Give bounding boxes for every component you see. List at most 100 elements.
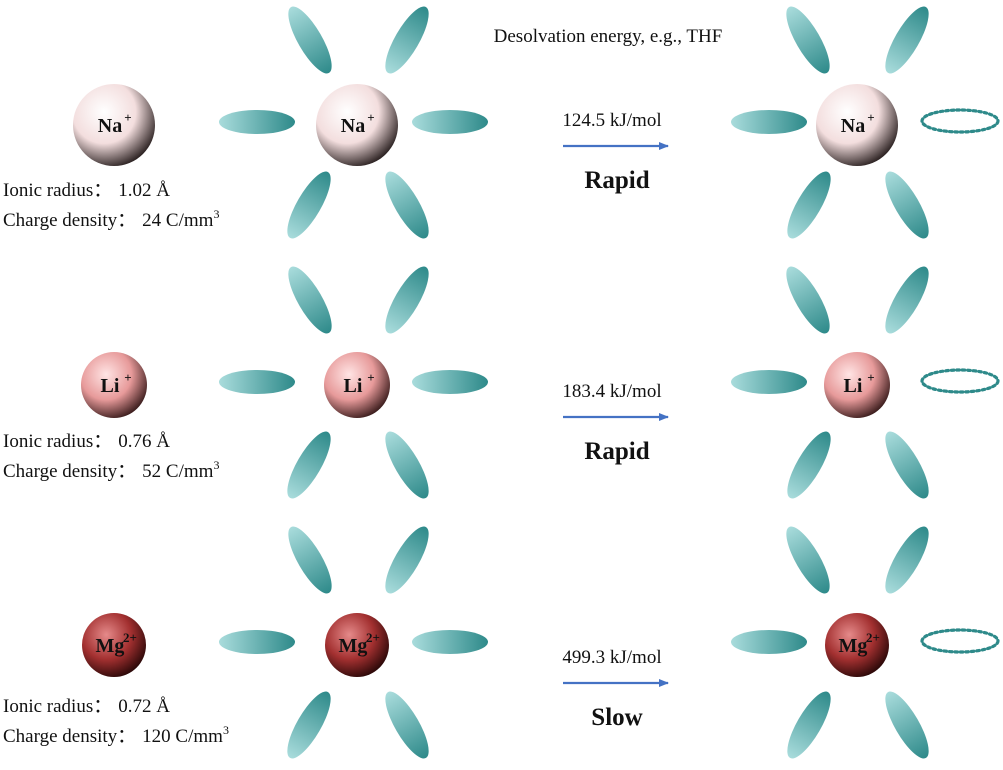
solvent-molecule — [219, 370, 295, 394]
desolvating-ion-core: Mg2+ — [825, 613, 889, 677]
desolvating-ion: Mg2+ — [731, 526, 1000, 759]
charge-density-exponent: 3 — [213, 458, 219, 472]
desolvation-energy: 499.3 kJ/mol — [562, 647, 661, 668]
ion-symbol: Mg — [96, 635, 125, 657]
charge-density: Charge density： 24 C/mm3 — [3, 207, 219, 231]
ion-charge: + — [367, 110, 374, 125]
desolvation-speed: Rapid — [584, 167, 649, 194]
ion-charge: + — [867, 110, 874, 125]
solvated-ion-core: Li + — [324, 352, 390, 418]
ion-symbol: Li — [344, 375, 363, 397]
ion-charge: + — [124, 110, 131, 125]
solvent-molecule — [885, 691, 929, 759]
ionic-radius: Ionic radius：0.76 Å — [3, 431, 170, 452]
solvent-molecule — [787, 691, 831, 759]
desolvation-speed: Slow — [591, 704, 642, 731]
charge-density-exponent: 3 — [223, 723, 229, 737]
charge-density-exponent: 3 — [213, 207, 219, 221]
ion-symbol: Na — [841, 115, 865, 137]
solvent-molecule — [385, 691, 429, 759]
desolvation-energy: 124.5 kJ/mol — [562, 110, 661, 131]
ionic-radius-label: Ionic radius： — [3, 431, 112, 452]
solvent-molecule — [385, 6, 429, 74]
solvent-molecule — [412, 630, 488, 654]
free-ion: Li + — [81, 352, 147, 418]
charge-density-label: Charge density： — [3, 461, 136, 482]
solvent-molecule — [885, 431, 929, 499]
ionic-radius-value: 0.72 Å — [118, 696, 170, 717]
ionic-radius: Ionic radius： 0.72 Å — [3, 696, 170, 717]
ion-symbol: Na — [341, 115, 365, 137]
charge-density-value: 120 C/mm — [142, 726, 223, 747]
solvent-molecule — [885, 6, 929, 74]
solvated-ion-core: Mg2+ — [325, 613, 389, 677]
solvent-molecule — [786, 6, 830, 74]
ion-symbol: Li — [101, 375, 120, 397]
solvated-ion: Mg2+ — [219, 526, 488, 759]
desolvating-ion: Li + — [731, 266, 1000, 499]
desolvation-energy: 183.4 kJ/mol — [562, 381, 661, 402]
solvent-molecule — [287, 171, 331, 239]
solvent-molecule — [787, 431, 831, 499]
solvent-molecule — [731, 630, 807, 654]
ionic-radius-label: Ionic radius： — [3, 696, 112, 717]
desolvating-ion-core: Na+ — [816, 84, 898, 166]
solvent-molecule — [412, 110, 488, 134]
solvent-molecule — [885, 526, 929, 594]
solvent-molecule — [787, 171, 831, 239]
ion-charge: + — [367, 370, 374, 385]
solvent-molecule — [219, 110, 295, 134]
charge-density-label: Charge density： — [3, 210, 136, 231]
solvent-molecule — [287, 431, 331, 499]
ionic-radius-label: Ionic radius： — [3, 180, 112, 201]
ion-symbol: Mg — [839, 635, 868, 657]
solvated-ion: Na+ — [219, 6, 488, 239]
free-ion: Na+ — [73, 84, 155, 166]
ion-sphere — [825, 613, 889, 677]
desolvating-ion: Na+ — [731, 6, 1000, 239]
solvent-molecule — [786, 266, 830, 334]
ion-sphere — [82, 613, 146, 677]
solvent-molecule — [287, 691, 331, 759]
vacated-solvent-site — [920, 368, 1000, 394]
solvent-molecule — [219, 630, 295, 654]
desolvating-ion-core: Li + — [824, 352, 890, 418]
ion-charge: 2+ — [866, 630, 880, 645]
vacated-solvent-site — [920, 628, 1000, 654]
solvent-molecule — [786, 526, 830, 594]
ion-charge: 2+ — [123, 630, 137, 645]
charge-density: Charge density：120 C/mm3 — [3, 723, 229, 747]
solvent-molecule — [412, 370, 488, 394]
ion-sphere — [324, 352, 390, 418]
ion-symbol: Li — [844, 375, 863, 397]
charge-density: Charge density： 52 C/mm3 — [3, 458, 219, 482]
diagram-header: Desolvation energy, e.g., THF — [494, 26, 723, 47]
ion-sphere — [325, 613, 389, 677]
charge-density-value: 52 C/mm — [142, 461, 213, 482]
ion-sphere — [73, 84, 155, 166]
ion-charge: + — [867, 370, 874, 385]
ion-sphere — [816, 84, 898, 166]
solvent-molecule — [385, 171, 429, 239]
solvent-molecule — [288, 6, 332, 74]
solvent-molecule — [385, 526, 429, 594]
ion-symbol: Na — [98, 115, 122, 137]
solvated-ion: Li + — [219, 266, 488, 499]
ion-sphere — [81, 352, 147, 418]
ion-sphere — [824, 352, 890, 418]
solvent-molecule — [885, 171, 929, 239]
charge-density-value: 24 C/mm — [142, 210, 213, 231]
solvent-molecule — [731, 110, 807, 134]
ion-charge: + — [124, 370, 131, 385]
ion-sphere — [316, 84, 398, 166]
vacated-solvent-site — [920, 108, 1000, 134]
ionic-radius: Ionic radius：1.02 Å — [3, 180, 170, 201]
solvent-molecule — [288, 526, 332, 594]
desolvation-speed: Rapid — [584, 438, 649, 465]
ion-charge: 2+ — [366, 630, 380, 645]
solvated-ion-core: Na+ — [316, 84, 398, 166]
